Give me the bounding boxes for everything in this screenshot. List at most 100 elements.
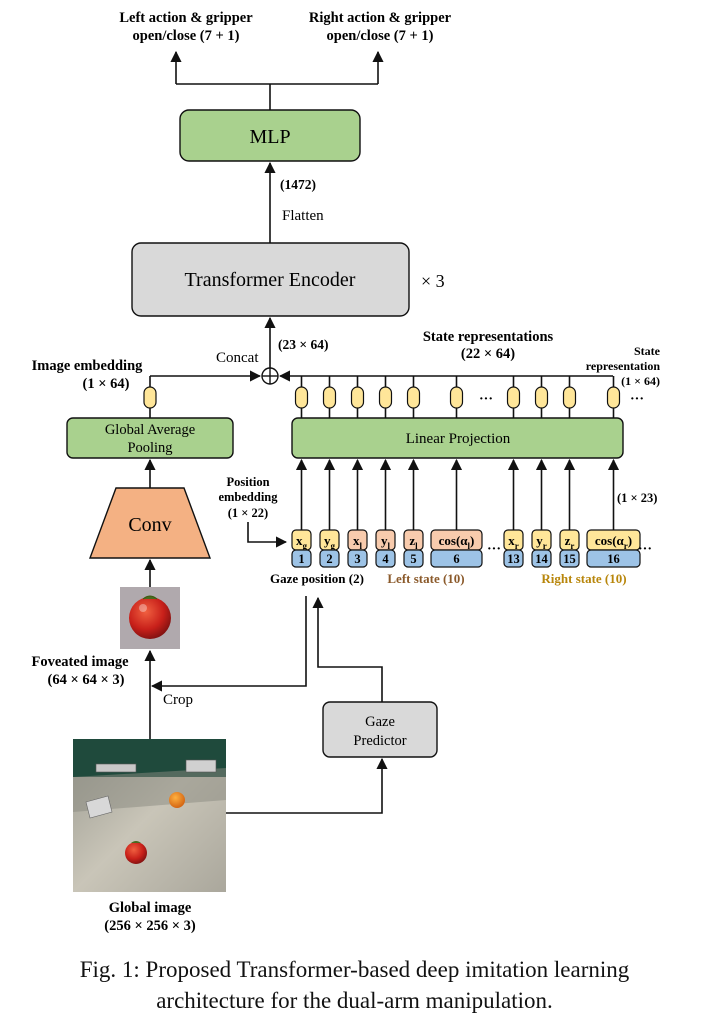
foveated-image xyxy=(120,587,180,649)
state-embed-token-3 xyxy=(350,386,365,409)
right-output-label-line2: open/close (7 + 1) xyxy=(327,28,434,44)
token-index-16: 16 xyxy=(607,552,620,566)
state-embedding-tokens xyxy=(294,376,621,418)
token-index-3: 3 xyxy=(354,552,360,566)
token-index-4: 4 xyxy=(382,552,389,566)
position-embedding-line1: Position xyxy=(226,475,269,489)
token-label-16: cos(αr) xyxy=(595,533,632,551)
right-output-label-line1: Right action & gripper xyxy=(309,10,452,26)
gaze-predictor-line2: Predictor xyxy=(353,733,406,749)
state-embed-token-6 xyxy=(449,386,464,409)
mlp-label: MLP xyxy=(249,126,290,148)
state-embed-ellipsis: ··· xyxy=(479,392,493,407)
flatten-label: Flatten xyxy=(282,208,324,224)
mlp-block xyxy=(179,109,361,162)
conv-label: Conv xyxy=(128,514,171,536)
linear-projection-label: Linear Projection xyxy=(406,431,511,447)
token-label-15: zr xyxy=(565,533,575,551)
token-4: yl4 xyxy=(375,529,396,568)
global-image-title: Global image xyxy=(109,900,192,916)
state-representations-title: State representations xyxy=(423,329,554,345)
dim-1472-label: (1472) xyxy=(280,177,316,192)
token-label-1: xg xyxy=(296,533,308,551)
token-index-1: 1 xyxy=(298,552,304,566)
position-embedding-arrow xyxy=(247,522,288,548)
state-embed-token-14 xyxy=(534,386,549,409)
token-label-4: yl xyxy=(381,533,391,551)
token-label-2: yg xyxy=(324,533,336,551)
token-arrows xyxy=(295,458,620,530)
foveated-image-title: Foveated image xyxy=(31,654,129,670)
state-embed-token-4 xyxy=(378,386,393,409)
left-output-label-line1: Left action & gripper xyxy=(119,10,253,26)
linear-projection-block xyxy=(291,417,624,459)
gaze-position-group-label: Gaze position (2) xyxy=(270,571,364,586)
token-index-5: 5 xyxy=(410,552,416,566)
token-label-6: cos(αl) xyxy=(439,533,475,551)
caption-line2: architecture for the dual-arm manipulati… xyxy=(156,988,553,1013)
global-image-dim: (256 × 256 × 3) xyxy=(104,918,196,934)
concat-label: Concat xyxy=(216,350,259,366)
token-trailing-ellipsis: ··· xyxy=(638,542,652,557)
token-1: xg1 xyxy=(291,529,312,568)
state-embed-token-13 xyxy=(506,386,521,409)
gaze-predictor-line1: Gaze xyxy=(365,714,395,730)
image-embedding-title: Image embedding xyxy=(32,358,144,374)
token-label-13: xr xyxy=(508,533,519,551)
token-6: cos(αl)6 xyxy=(430,529,483,568)
state-embed-trailing-ellipsis: ··· xyxy=(630,392,644,407)
state-embed-token-15 xyxy=(562,386,577,409)
state-representation-single-dim: (1 × 64) xyxy=(621,374,660,388)
token-3: xl3 xyxy=(347,529,368,568)
token-2: yg2 xyxy=(319,529,340,568)
gap-label-line2: Pooling xyxy=(127,440,172,456)
token-index-2: 2 xyxy=(326,552,332,566)
state-representation-single-line2: representation xyxy=(586,359,661,373)
state-embed-token-2 xyxy=(322,386,337,409)
foveated-image-dim: (64 × 64 × 3) xyxy=(48,672,125,688)
repeat-count-label: × 3 xyxy=(421,271,445,291)
transformer-encoder-block xyxy=(131,242,410,317)
gaze-predictor-block xyxy=(322,701,438,758)
gaze-predictor-to-gaze-arrow xyxy=(312,596,383,702)
gap-label-line1: Global Average xyxy=(105,422,195,438)
dim-23x64-label: (23 × 64) xyxy=(278,337,328,352)
token-label-14: yr xyxy=(536,533,547,551)
state-representations-dim: (22 × 64) xyxy=(461,346,515,362)
global-image xyxy=(73,739,226,892)
transformer-encoder-label: Transformer Encoder xyxy=(185,269,356,291)
conv-block xyxy=(88,487,212,559)
state-embed-token-5 xyxy=(406,386,421,409)
caption-line1: Fig. 1: Proposed Transformer-based deep … xyxy=(79,957,630,982)
token-ellipsis: ··· xyxy=(487,542,501,557)
token-label-5: zl xyxy=(409,533,418,551)
position-embedding-line2: embedding xyxy=(218,490,278,504)
token-index-14: 14 xyxy=(535,552,548,566)
crop-label: Crop xyxy=(163,692,193,708)
token-index-15: 15 xyxy=(563,552,576,566)
input-tokens: xg1yg2xl3yl4zl5cos(αl)6xr13yr14zr15cos(α… xyxy=(291,529,641,568)
left-state-group-label: Left state (10) xyxy=(387,571,464,586)
token-label-3: xl xyxy=(353,533,363,551)
right-state-group-label: Right state (10) xyxy=(541,571,626,586)
image-embedding-token xyxy=(143,386,157,409)
dim-1x23-label: (1 × 23) xyxy=(617,491,657,505)
left-output-label-line2: open/close (7 + 1) xyxy=(133,28,240,44)
global-to-gaze-predictor-arrow xyxy=(226,757,388,814)
gaze-to-crop-line xyxy=(150,596,307,692)
figure-caption: Fig. 1: Proposed Transformer-based deep … xyxy=(20,954,689,1016)
state-embed-token-16 xyxy=(606,386,621,409)
image-embedding-dim: (1 × 64) xyxy=(83,376,130,392)
state-embed-token-1 xyxy=(294,386,309,409)
token-5: zl5 xyxy=(403,529,424,568)
token-index-13: 13 xyxy=(507,552,520,566)
architecture-diagram: Left action & gripper open/close (7 + 1)… xyxy=(31,10,661,934)
token-16: cos(αr)16 xyxy=(586,529,641,568)
token-index-6: 6 xyxy=(453,552,459,566)
position-embedding-dim: (1 × 22) xyxy=(228,506,268,520)
concat-plus-icon xyxy=(261,367,279,385)
global-average-pooling-block xyxy=(66,417,234,459)
